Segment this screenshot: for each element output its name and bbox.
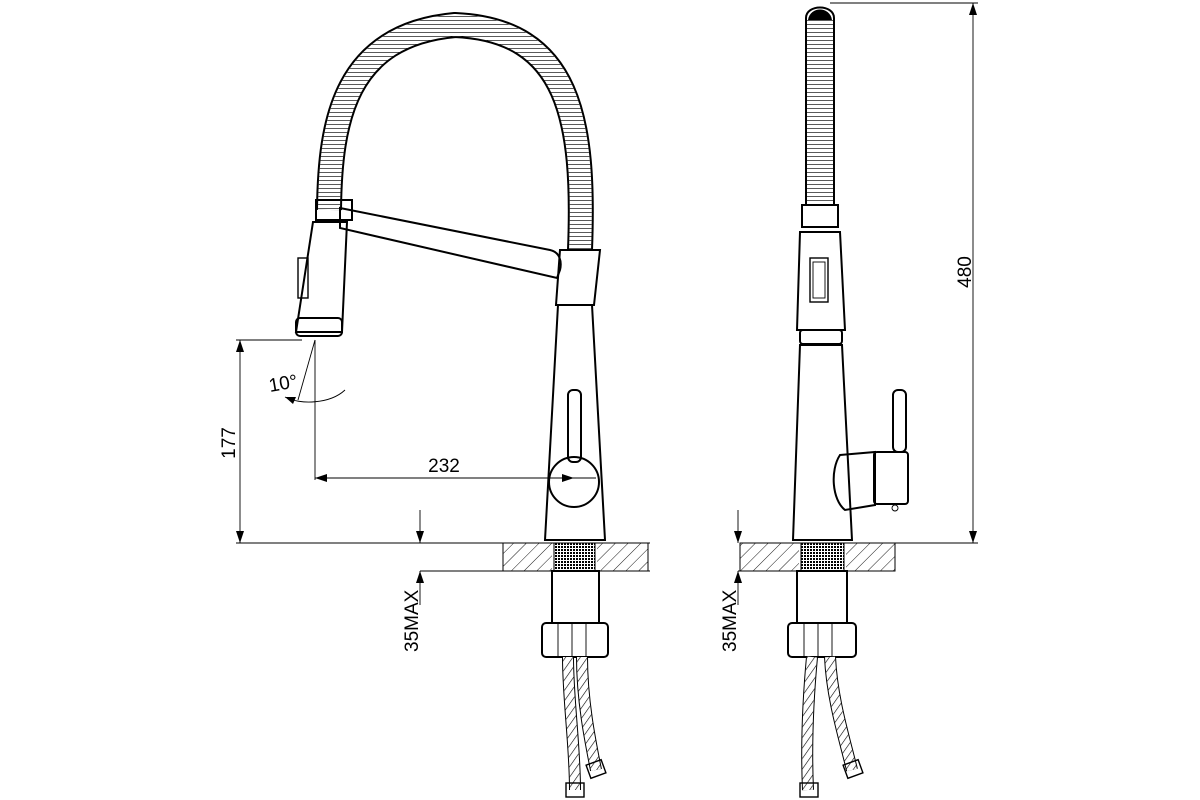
side-handle [832, 389, 909, 512]
front-spray-head [294, 199, 353, 337]
side-spray-head [795, 204, 847, 345]
side-supply-hoses [799, 656, 864, 798]
dimension-deck-side: 35MAX [720, 510, 895, 652]
spout-height-label: 177 [219, 427, 240, 459]
reach-label: 232 [428, 456, 460, 477]
deck-front-label: 35MAX [402, 589, 423, 652]
dimension-deck-front: 35MAX [402, 510, 650, 652]
front-countertop [502, 542, 649, 572]
front-spout-arm [339, 206, 562, 280]
deck-side-label: 35MAX [720, 589, 741, 652]
front-mounting-nut [541, 570, 609, 658]
front-view: 177 232 10° 35MAX [219, 11, 650, 798]
front-hose [316, 11, 602, 306]
side-countertop [739, 542, 896, 572]
angle-label: 10° [267, 371, 299, 397]
front-supply-hoses [562, 656, 607, 798]
dimension-total-height: 480 [740, 2, 978, 544]
total-height-label: 480 [955, 256, 976, 288]
dimension-angle: 10° [267, 339, 346, 404]
side-hose [805, 6, 835, 206]
front-handle [548, 389, 600, 508]
dimension-spout-height: 177 [219, 339, 650, 544]
side-view: 480 35MAX [720, 2, 978, 798]
dimension-reach: 232 [314, 340, 574, 482]
side-mounting-nut [787, 570, 857, 658]
side-faucet-body [791, 344, 854, 541]
front-faucet-body [543, 304, 607, 541]
